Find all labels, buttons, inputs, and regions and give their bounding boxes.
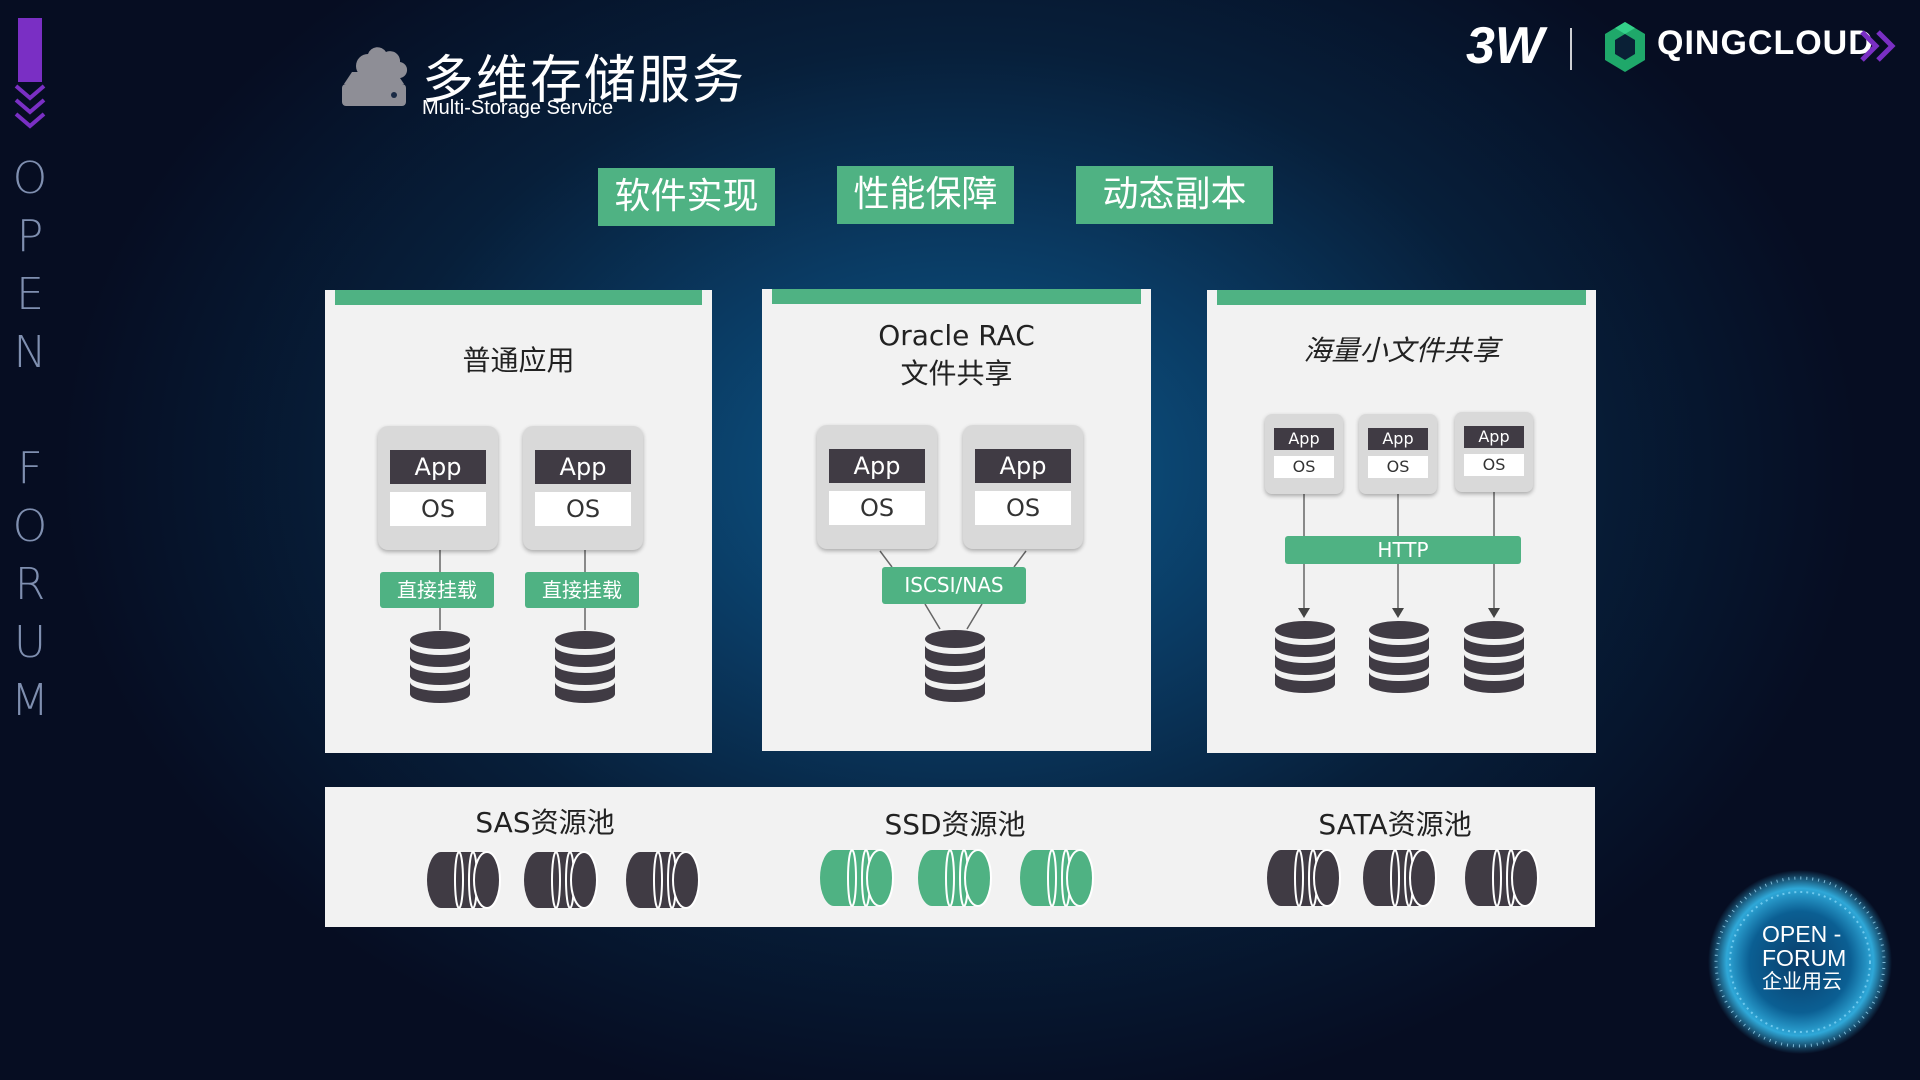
connector-lines <box>1298 492 1500 618</box>
disk-icon <box>1267 849 1341 907</box>
panel-title: 普通应用 <box>462 344 575 377</box>
ssd-disk-icon <box>820 849 894 907</box>
vm-box: App OS <box>1359 414 1437 494</box>
panel-title: 海量小文件共享 <box>1303 334 1500 367</box>
side-letter: N <box>13 327 47 378</box>
side-letter: M <box>11 675 49 726</box>
vm-app-label: App <box>1274 428 1334 450</box>
disk-icon <box>427 851 501 909</box>
vm-os-label: OS <box>1464 454 1524 476</box>
side-letter: R <box>14 559 46 610</box>
pool-label-sata: SATA资源池 <box>1318 808 1472 841</box>
open-forum-line3: 企业用云 <box>1762 971 1842 993</box>
open-forum-line2: FORUM <box>1762 945 1847 971</box>
panel-title-line2: 文件共享 <box>900 357 1013 390</box>
logo-qingcloud: QINGCLOUD <box>1657 24 1874 62</box>
side-accent-bar <box>18 18 42 82</box>
iscsi-nas-label: ISCSI/NAS <box>882 567 1026 604</box>
vm-box: App OS <box>378 426 498 550</box>
side-letter: O <box>12 153 48 204</box>
vm-box: App OS <box>1265 414 1343 494</box>
database-icon <box>410 631 470 703</box>
feature-replica: 动态副本 <box>1076 166 1273 224</box>
vm-box: App OS <box>1455 412 1533 492</box>
side-letter: U <box>13 617 47 668</box>
vm-box: App OS <box>963 425 1083 549</box>
side-letter: E <box>16 269 44 320</box>
panel-header-bar <box>772 289 1141 304</box>
vm-os-label: OS <box>1274 456 1334 478</box>
pool-label-ssd: SSD资源池 <box>884 808 1026 841</box>
ssd-disk-icon <box>918 849 992 907</box>
connector-lines <box>879 550 1027 630</box>
open-forum-badge-icon <box>1708 870 1892 1054</box>
vm-os-label: OS <box>390 492 486 526</box>
feature-performance: 性能保障 <box>837 166 1014 224</box>
database-icon <box>555 631 615 703</box>
http-label: HTTP <box>1285 536 1521 564</box>
vm-box: App OS <box>523 426 643 550</box>
database-icon <box>1464 621 1524 693</box>
cloud-storage-icon <box>342 47 408 106</box>
resource-pools: SAS资源池 SSD资源池 SATA资源池 <box>325 787 1595 927</box>
panel-header-bar <box>1217 290 1586 305</box>
vm-app-label: App <box>1464 426 1524 448</box>
database-icon <box>1369 621 1429 693</box>
database-icon <box>925 630 985 702</box>
side-letter: O <box>12 501 48 552</box>
side-letter-gap <box>10 382 50 440</box>
double-chevron-right-icon <box>1860 30 1896 62</box>
disk-icon <box>1363 849 1437 907</box>
vm-app-label: App <box>1368 428 1428 450</box>
side-open-forum-text: O P E N F O R U M <box>10 150 50 730</box>
disk-icon <box>524 851 598 909</box>
open-forum-text: OPEN - FORUM 企业用云 <box>1762 922 1846 994</box>
connector-lines <box>439 550 586 630</box>
panel-small-file-share: 海量小文件共享 App OS App OS App OS HTTP <box>1207 290 1596 753</box>
vm-box: App OS <box>817 425 937 549</box>
direct-mount-label: 直接挂载 <box>525 572 639 608</box>
ssd-disk-icon <box>1020 849 1094 907</box>
vm-app-label: App <box>390 450 486 484</box>
panel-header-bar <box>335 290 702 305</box>
page-subtitle: Multi-Storage Service <box>422 97 614 119</box>
side-letter: F <box>17 443 43 494</box>
vm-app-label: App <box>975 449 1071 483</box>
panel-oracle-rac: Oracle RAC 文件共享 App OS App OS ISCSI/NAS <box>762 289 1151 751</box>
chevron-down-icon <box>14 84 46 129</box>
panel-general-app: 普通应用 App OS App OS 直接挂载 直接挂载 <box>325 290 712 753</box>
vm-app-label: App <box>535 450 631 484</box>
pool-label-sas: SAS资源池 <box>475 806 615 839</box>
logo-divider <box>1570 28 1572 70</box>
side-letter: P <box>16 211 44 262</box>
open-forum-line1: OPEN - <box>1762 921 1842 947</box>
vm-os-label: OS <box>1368 456 1428 478</box>
vm-app-label: App <box>829 449 925 483</box>
vm-os-label: OS <box>975 491 1071 525</box>
feature-software: 软件实现 <box>598 168 775 226</box>
database-icon <box>1275 621 1335 693</box>
qingcloud-logo-icon <box>1605 22 1645 72</box>
page-title: 多维存储服务 <box>422 51 747 111</box>
vm-os-label: OS <box>829 491 925 525</box>
logo-3w: 3W <box>1466 17 1544 75</box>
disk-icon <box>626 851 700 909</box>
panel-title-line1: Oracle RAC <box>878 319 1035 352</box>
direct-mount-label: 直接挂载 <box>380 572 494 608</box>
disk-icon <box>1465 849 1539 907</box>
vm-os-label: OS <box>535 492 631 526</box>
